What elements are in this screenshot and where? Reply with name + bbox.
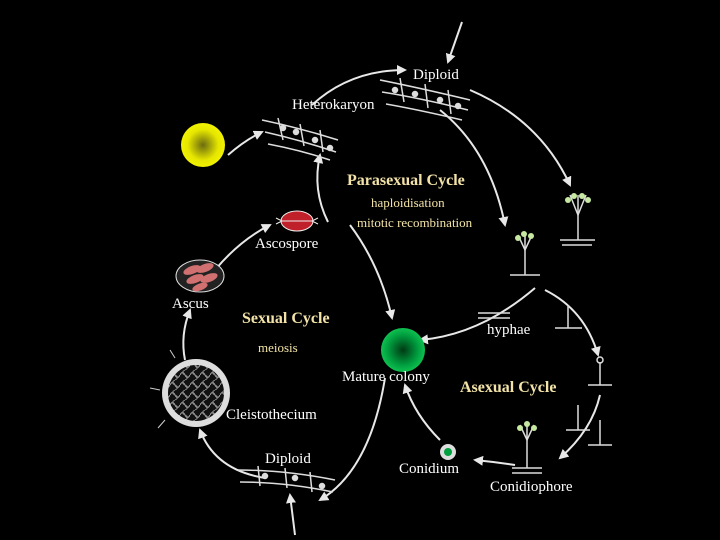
label-mitotic-recombination: mitotic recombination [357, 215, 473, 230]
conidiophore-mid-icon [510, 231, 540, 276]
label-asexual-cycle: Asexual Cycle [460, 379, 556, 396]
diploid-top-hyphae-icon [379, 77, 471, 121]
ascus-icon [175, 259, 225, 293]
conidiophore-bottom-icon [512, 421, 542, 474]
label-conidiophore: Conidiophore [490, 479, 573, 495]
cycle-arrows [182, 21, 601, 536]
arrow-asexual-to-conidiophore [558, 394, 601, 460]
arrow-bottom-input [286, 493, 296, 536]
arrow-diploid-to-conidiophore [469, 89, 572, 187]
label-heterokaryon: Heterokaryon [292, 97, 375, 113]
heterokaryon-hyphae-icon [261, 117, 339, 161]
label-diploid-bottom: Diploid [265, 451, 311, 467]
label-mature-colony: Mature colony [342, 369, 430, 385]
cleistothecium-icon [149, 349, 230, 429]
diploid-bottom-hyphae-icon [237, 465, 336, 493]
mature-colony-icon [381, 328, 425, 372]
arrow-yellowcell-to-heterokaryon [227, 130, 264, 156]
yellow-cell-icon [181, 123, 225, 167]
label-hyphae: hyphae [487, 322, 531, 338]
arrow-ascus-to-ascospore [214, 224, 272, 271]
arrow-heterokaryon-to-diploid [311, 65, 407, 106]
conidiophore-upper-icon [560, 193, 595, 246]
label-parasexual-cycle: Parasexual Cycle [347, 172, 465, 189]
conidium-icon [440, 444, 456, 460]
arrow-hyphae-to-asexual [544, 289, 601, 357]
label-conidium: Conidium [399, 461, 459, 477]
label-meiosis: meiosis [258, 340, 298, 355]
arrow-top-input [445, 21, 463, 64]
arrow-diploid-to-cleistothecium [198, 428, 266, 479]
arrow-hyphae-to-colony [418, 287, 536, 345]
arrow-colony-to-diploid-bottom [318, 377, 386, 502]
arrow-conidiophore-to-conidium [473, 455, 516, 466]
label-ascospore: Ascospore [255, 236, 319, 252]
label-cleistothecium: Cleistothecium [226, 407, 317, 423]
label-diploid-top: Diploid [413, 67, 459, 83]
conidiophore-right-icon [566, 356, 612, 446]
arrow-cleistothecium-to-ascus [182, 308, 192, 361]
label-ascus: Ascus [172, 296, 209, 312]
label-sexual-cycle: Sexual Cycle [242, 310, 330, 327]
arrow-ascospore-to-heterokaryon [313, 153, 329, 223]
label-haploidisation: haploidisation [371, 195, 445, 210]
arrow-diploid-to-haploidisation [439, 109, 509, 227]
arrow-conidium-to-colony [402, 383, 441, 441]
hyphae-structure-icon [478, 305, 582, 329]
ascospore-icon [275, 210, 319, 232]
arrow-heterokaryon-to-colony [349, 224, 396, 320]
